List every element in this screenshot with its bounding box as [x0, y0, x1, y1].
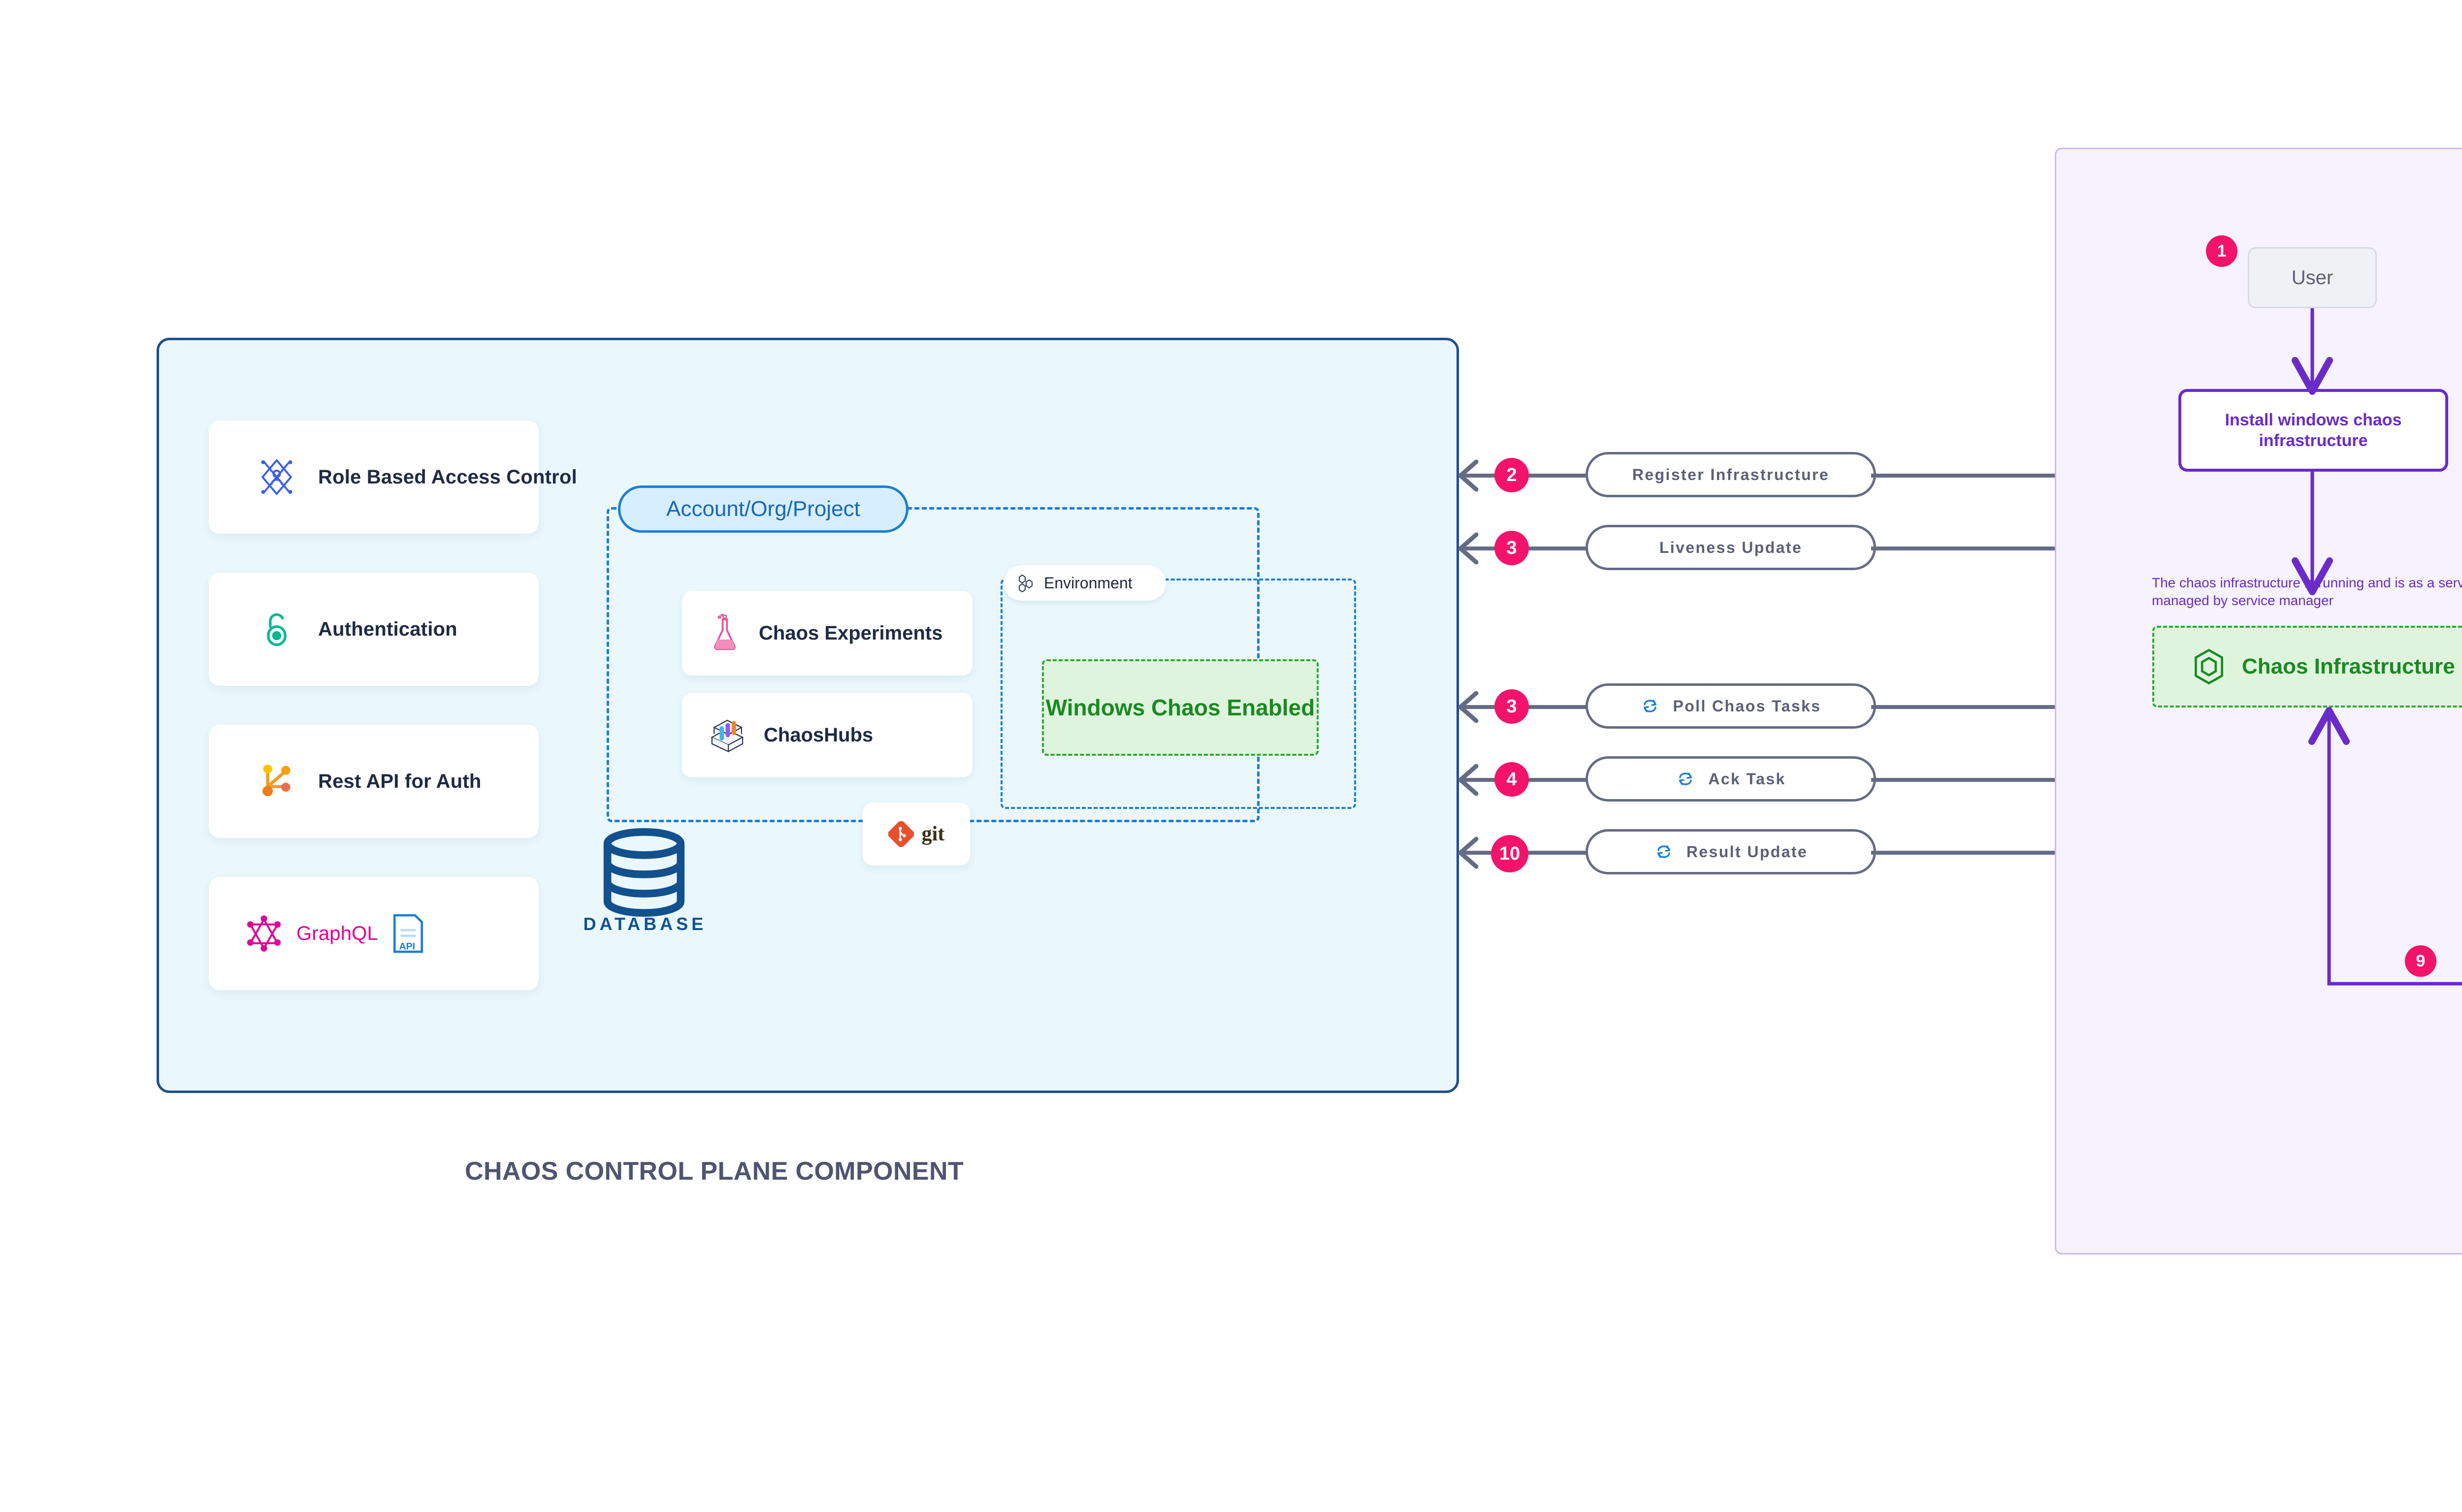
connector-line-right-3	[1871, 705, 2058, 709]
connector-pill-register-infrastructure[interactable]: Register Infrastructure	[1586, 452, 1876, 497]
connector-pill-result-update[interactable]: Result Update	[1586, 829, 1876, 874]
sync-icon	[1643, 700, 1657, 712]
feature-card-graphql[interactable]: GraphQL API	[209, 877, 539, 990]
execution-badge-1: 1	[2206, 235, 2237, 267]
hexagon-infra-icon	[2195, 648, 2223, 685]
connector-pill-label: Liveness Update	[1659, 538, 1803, 556]
note-infra-running: The chaos infrastructure is running and …	[2152, 575, 2462, 609]
inner-card-label: Chaos Experiments	[759, 622, 943, 644]
connector-badge-3: 3	[1494, 689, 1529, 724]
test-tube-rack-icon	[711, 719, 744, 753]
inner-card-chaoshubs[interactable]: ChaosHubs	[682, 693, 972, 777]
connector-line-right-1	[1871, 474, 2058, 478]
environment-pill-label: Environment	[1044, 574, 1133, 592]
chaos-infrastructure-label: Chaos Infrastructure	[2242, 654, 2455, 678]
connector-pill-ack-task[interactable]: Ack Task	[1586, 756, 1876, 802]
account-org-project-pill[interactable]: Account/Org/Project	[618, 485, 908, 533]
connector-line-right-2	[1871, 547, 2058, 550]
git-icon	[888, 821, 914, 847]
connector-pill-liveness-update[interactable]: Liveness Update	[1586, 525, 1876, 570]
sync-icon	[1657, 845, 1671, 858]
windows-chaos-enabled-box: Windows Chaos Enabled	[1042, 659, 1319, 756]
install-windows-chaos-infrastructure-box[interactable]: Install windows chaos infrastructure	[2178, 389, 2448, 472]
chaos-infrastructure-box[interactable]: Chaos Infrastructure	[2152, 626, 2462, 708]
connector-line-mid-2	[1529, 547, 1588, 550]
feature-card-label: Rest API for Auth	[318, 770, 482, 792]
environment-group	[1001, 579, 1356, 809]
flask-icon	[714, 614, 736, 650]
connector-pill-label: Ack Task	[1708, 770, 1786, 788]
feature-card-label: Role Based Access Control	[318, 466, 577, 488]
inner-card-chaos-experiments[interactable]: Chaos Experiments	[682, 591, 972, 676]
feature-card-label: Authentication	[318, 618, 457, 640]
api-doc-icon: API	[393, 914, 423, 953]
git-label: git	[921, 823, 945, 845]
connector-line-mid-1	[1529, 474, 1588, 478]
connector-line-mid-4	[1529, 778, 1588, 782]
sync-icon	[1679, 772, 1692, 785]
connector-line-mid-3	[1529, 705, 1588, 709]
connector-badge-2: 3	[1494, 531, 1529, 565]
connector-badge-5: 10	[1491, 835, 1528, 872]
unlock-icon	[267, 613, 287, 646]
connector-pill-poll-chaos-tasks[interactable]: Poll Chaos Tasks	[1586, 683, 1876, 729]
database-icon	[603, 828, 685, 917]
feature-card-label: GraphQL	[296, 922, 378, 944]
api-badge-text: API	[399, 941, 415, 952]
connector-badge-1: 2	[1494, 458, 1529, 492]
connector-line-right-4	[1871, 778, 2058, 782]
control-plane-title: CHAOS CONTROL PLANE COMPONENT	[465, 1157, 964, 1186]
connector-pill-label: Result Update	[1686, 842, 1808, 861]
rbac-icon	[261, 458, 292, 496]
inner-card-label: ChaosHubs	[764, 724, 874, 746]
git-card[interactable]: git	[863, 803, 970, 866]
feature-card-authentication[interactable]: Authentication	[209, 573, 539, 686]
graphql-icon	[247, 915, 281, 952]
rest-api-icon	[262, 764, 291, 797]
feature-card-rbac[interactable]: Role Based Access Control	[209, 420, 577, 534]
environment-pill[interactable]: Environment	[1004, 565, 1166, 601]
connector-line-mid-5	[1529, 851, 1588, 855]
connector-pill-label: Register Infrastructure	[1632, 465, 1830, 483]
execution-badge-9: 9	[2405, 945, 2436, 977]
database-label: DATABASE	[583, 914, 707, 934]
connector-pill-label: Poll Chaos Tasks	[1673, 697, 1821, 715]
connector-badge-4: 4	[1494, 762, 1529, 797]
user-box[interactable]: User	[2248, 247, 2377, 308]
hexagon-cluster-icon	[1019, 574, 1033, 593]
connector-line-right-5	[1871, 851, 2058, 855]
feature-card-rest-api[interactable]: Rest API for Auth	[209, 725, 539, 838]
